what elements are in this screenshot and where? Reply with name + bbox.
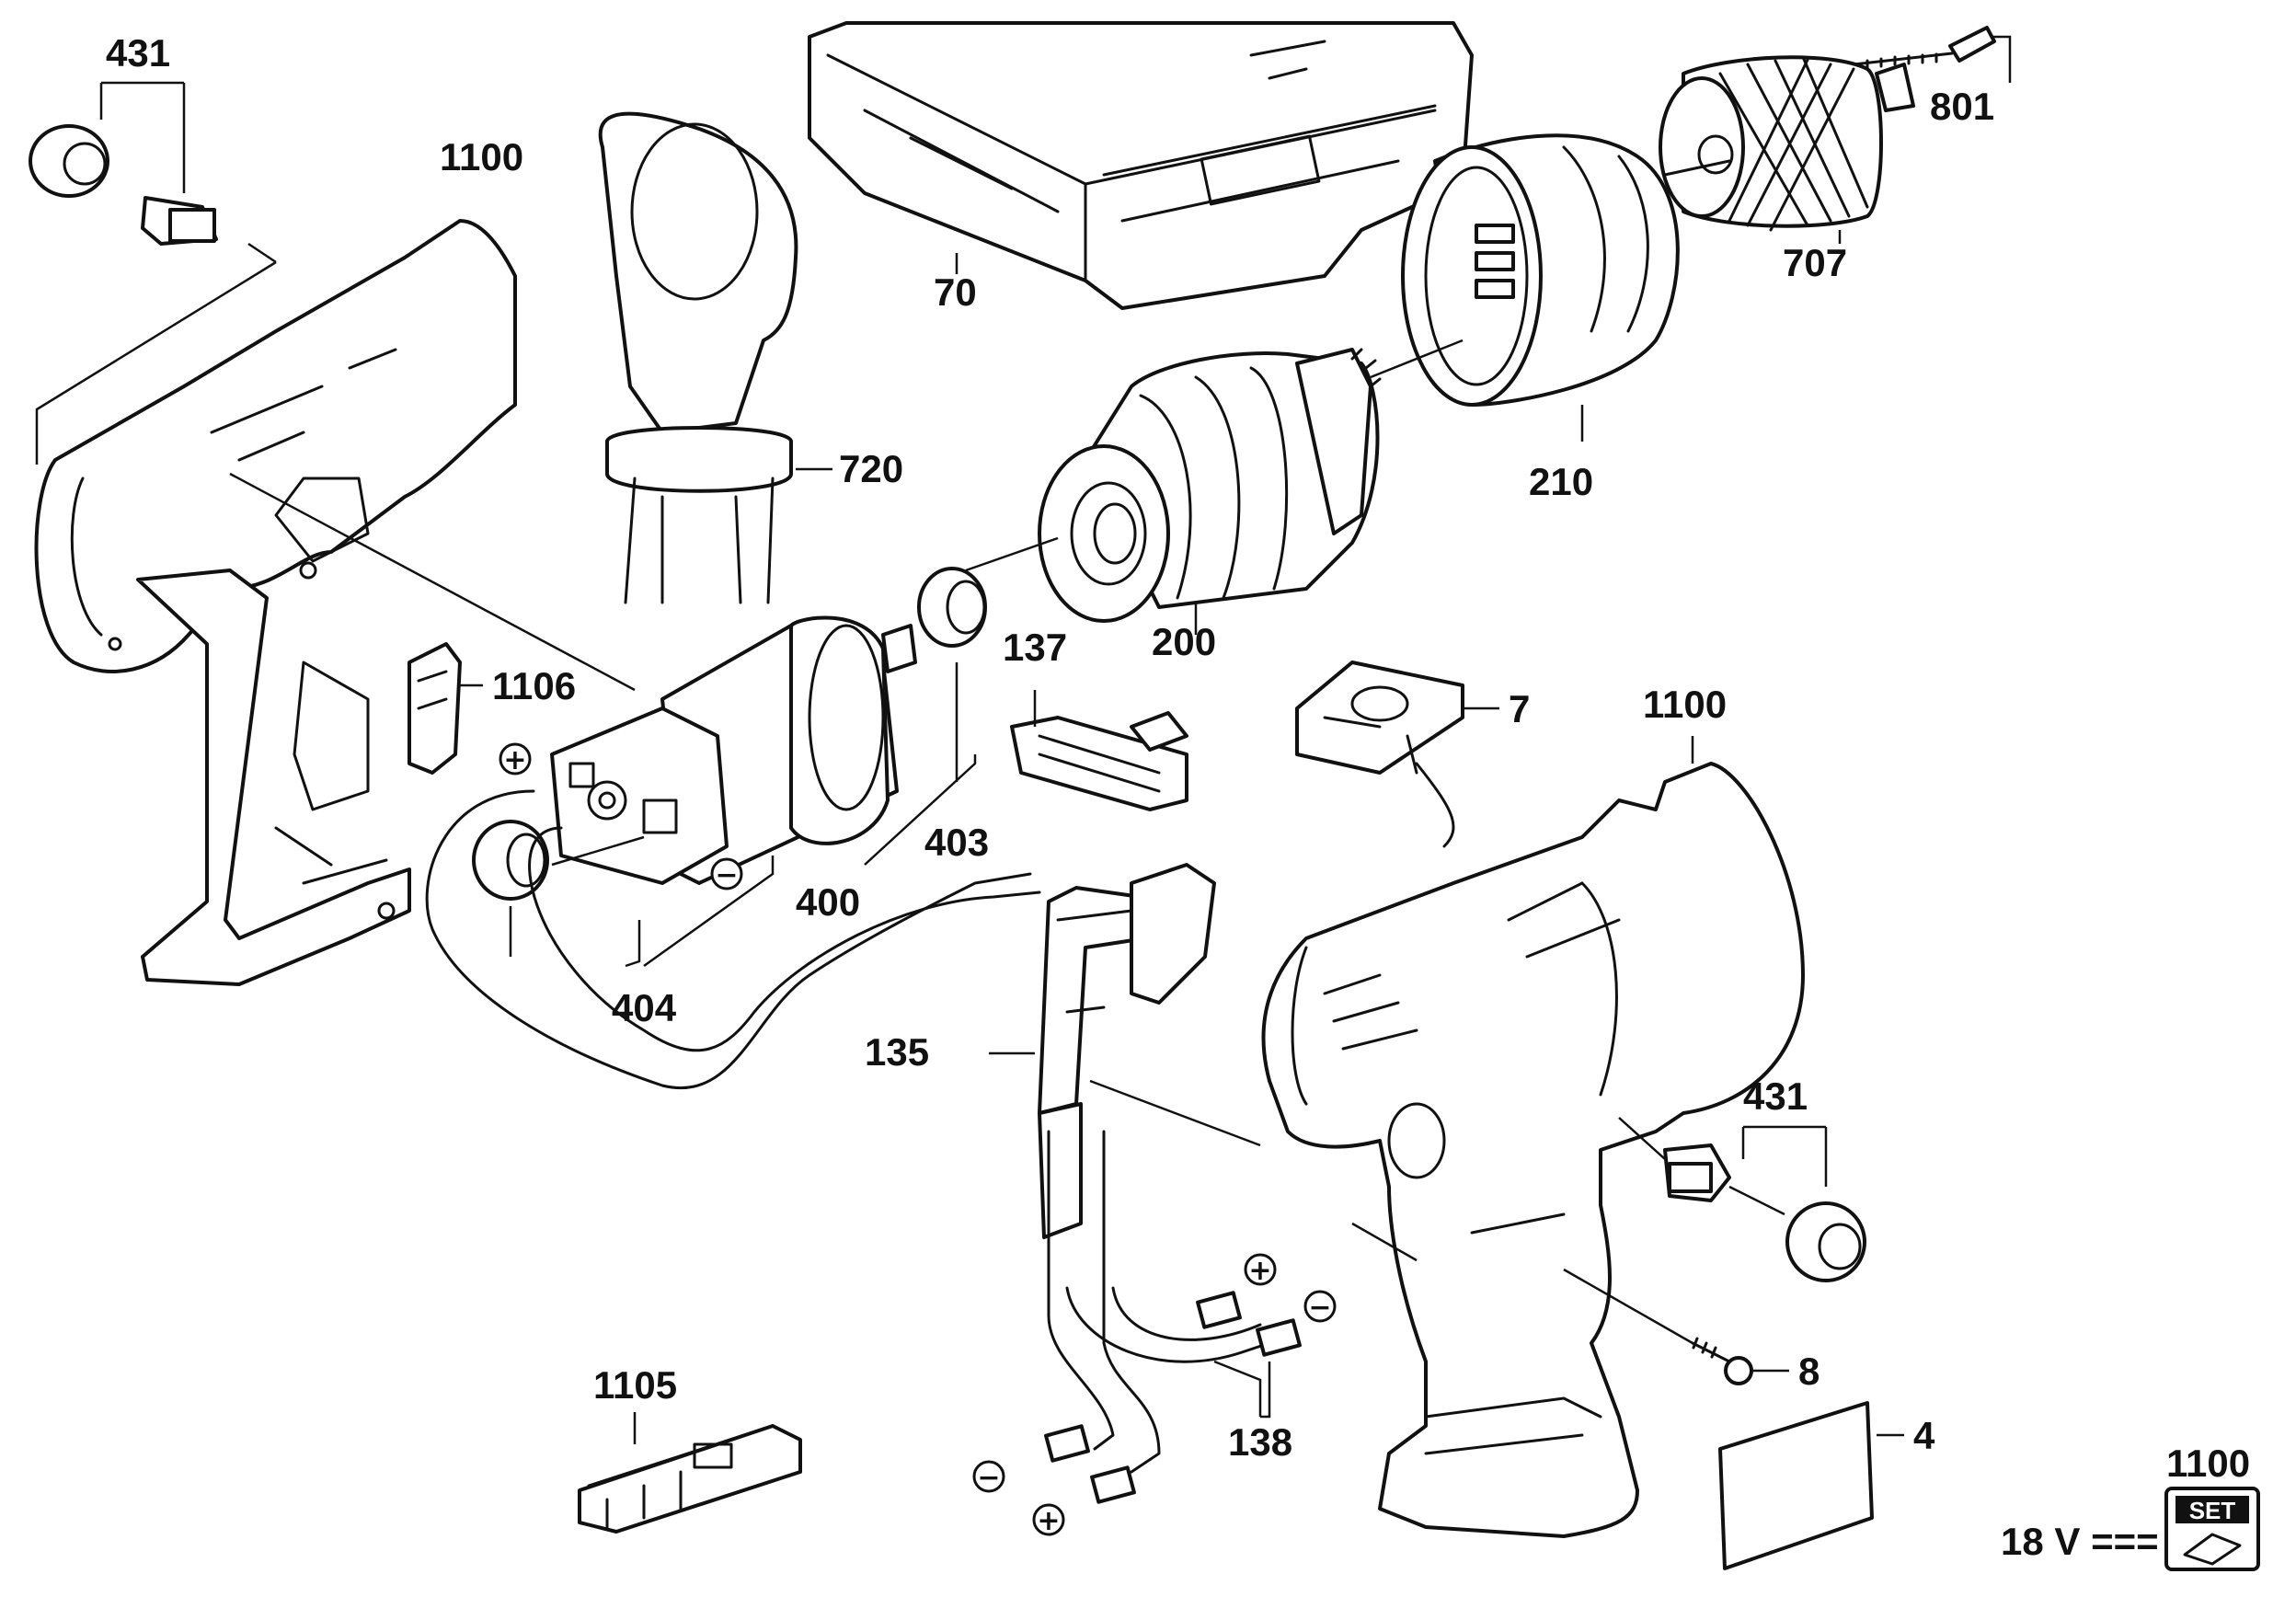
label-431-right: 431: [1743, 1074, 1808, 1118]
minus-symbol-138-bottom: −: [972, 1460, 1005, 1494]
label-8: 8: [1798, 1350, 1820, 1393]
leader-403: [864, 662, 977, 866]
svg-text:−: −: [977, 1462, 1000, 1494]
part-8-screw: [1563, 1268, 1789, 1385]
minus-symbol-motor: −: [710, 857, 743, 891]
polarity-symbols: + − + − − +: [499, 742, 1337, 1537]
voltage-label: 18 V ===: [2001, 1520, 2159, 1563]
label-801: 801: [1930, 85, 1994, 128]
part-4-label: [1718, 1401, 1904, 1570]
label-70: 70: [934, 270, 977, 314]
part-200-gearbox: [1038, 339, 1464, 635]
part-431-right: [1618, 1117, 1866, 1282]
label-1105: 1105: [593, 1363, 677, 1407]
label-135: 135: [865, 1030, 929, 1074]
label-403: 403: [924, 821, 989, 864]
label-137: 137: [1003, 626, 1067, 669]
label-431-top: 431: [106, 31, 170, 75]
part-1100-left-housing: [34, 219, 636, 986]
plus-symbol-138-bottom: +: [1032, 1503, 1065, 1537]
part-404-bushing: [472, 820, 645, 968]
label-404: 404: [612, 986, 677, 1029]
label-138: 138: [1228, 1420, 1292, 1464]
label-1100-top: 1100: [440, 135, 523, 178]
part-707-chuck: [1659, 55, 1915, 244]
part-70-carry-case: [808, 21, 1474, 310]
plus-symbol-motor: +: [499, 742, 532, 776]
part-720-side-handle: [598, 111, 832, 604]
part-138-cables: [1044, 1130, 1302, 1504]
part-7-switch: [1295, 661, 1499, 848]
part-1106: [408, 642, 483, 775]
svg-text:+: +: [503, 744, 526, 776]
label-210: 210: [1529, 460, 1593, 503]
minus-symbol-138-top: −: [1303, 1290, 1337, 1324]
motor-wires: [425, 789, 1041, 1089]
svg-text:SET: SET: [2189, 1497, 2236, 1524]
part-801-screw: [1852, 26, 2012, 83]
label-400: 400: [796, 880, 860, 924]
part-431-top-left: [29, 81, 218, 246]
label-720: 720: [839, 447, 903, 490]
part-135-switch-unit: [989, 863, 1261, 1239]
set-icon: SET: [2164, 1487, 2260, 1571]
plus-symbol-138-top: +: [1244, 1253, 1277, 1287]
svg-text:+: +: [1248, 1255, 1271, 1287]
part-1105: [578, 1412, 802, 1534]
label-1100-right: 1100: [1643, 683, 1727, 726]
svg-text:−: −: [1308, 1292, 1331, 1324]
motor-bushing: [917, 536, 1059, 648]
label-1106: 1106: [492, 664, 576, 707]
part-1100-right-housing: [1261, 736, 1805, 1538]
part-137-slider: [1010, 690, 1188, 811]
label-7: 7: [1509, 687, 1530, 730]
label-200: 200: [1152, 620, 1216, 663]
svg-text:−: −: [715, 859, 738, 891]
part-400-motor: [550, 615, 917, 968]
label-707: 707: [1783, 241, 1847, 284]
label-1100-set: 1100: [2166, 1442, 2250, 1485]
label-4: 4: [1913, 1414, 1935, 1457]
part-210-gear-cap: [1401, 133, 1731, 442]
svg-text:+: +: [1037, 1505, 1060, 1537]
